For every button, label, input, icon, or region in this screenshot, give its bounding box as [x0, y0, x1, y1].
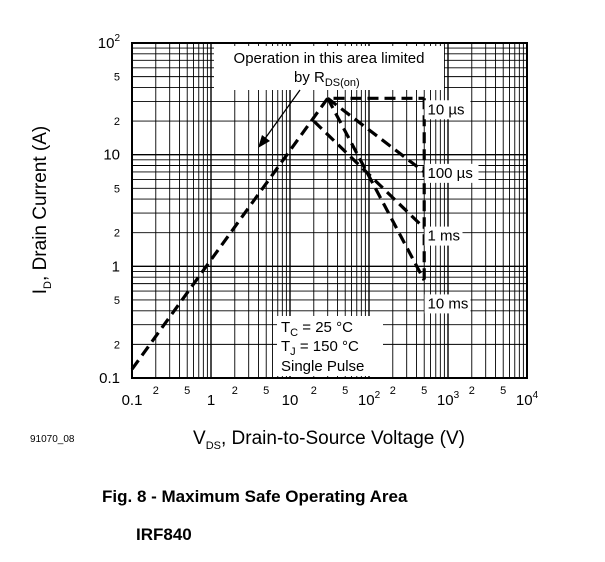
x-tick-label-1: 1 [207, 392, 215, 409]
y-minor-label-0: 2 [114, 339, 120, 351]
x-minor-label-9: 5 [500, 385, 506, 397]
y-minor-label-1: 5 [114, 295, 120, 307]
x-minor-label-2: 2 [232, 385, 238, 397]
rds-note-box [214, 46, 444, 90]
x-minor-label-5: 5 [342, 385, 348, 397]
x-tick-label-0: 0.1 [122, 392, 143, 409]
curve-labels: 10 µs 100 µs 1 ms 10 ms [424, 100, 479, 314]
x-minor-label-4: 2 [311, 385, 317, 397]
document-code: 91070_08 [30, 434, 75, 445]
y-axis-label: ID, Drain Current (A) [30, 126, 54, 294]
axis-ticks: 0.1 1 10 102 103 104 2 5 2 5 2 5 2 5 2 5 0.1 1 10 102 2 5 2 5 2 5 [98, 33, 539, 409]
y-minor-label-2: 2 [114, 228, 120, 240]
condition-pulse: Single Pulse [281, 358, 364, 375]
x-minor-label-0: 2 [153, 385, 159, 397]
y-tick-label-3: 102 [98, 33, 121, 52]
x-minor-label-1: 5 [184, 385, 190, 397]
curve-label-3: 10 ms [427, 295, 468, 312]
y-minor-label-4: 2 [114, 116, 120, 128]
condition-tj: TJ = 150 °C [281, 338, 359, 358]
curve-label-bg-2 [424, 226, 463, 246]
part-number: IRF840 [136, 525, 192, 544]
plot-frame [131, 42, 528, 379]
x-minor-label-8: 2 [469, 385, 475, 397]
x-minor-label-6: 2 [390, 385, 396, 397]
curve-label-1: 100 µs [427, 165, 472, 182]
x-axis-label: VDS, Drain-to-Source Voltage (V) [193, 428, 465, 452]
series-line-0 [130, 96, 425, 371]
curve-label-2: 1 ms [427, 228, 460, 245]
curve-label-bg-3 [424, 294, 471, 314]
rds-arrow [258, 89, 301, 148]
x-minor-label-7: 5 [421, 385, 427, 397]
curve-label-bg-1 [424, 163, 479, 183]
series-line-4 [326, 97, 426, 282]
y-tick-label-0: 0.1 [99, 370, 120, 387]
x-minor-label-3: 5 [263, 385, 269, 397]
y-minor-label-3: 5 [114, 183, 120, 195]
conditions-box [277, 316, 383, 376]
rds-arrow-head [258, 135, 270, 148]
x-tick-label-4: 103 [437, 390, 460, 409]
rds-note-line2: by RDS(on) [294, 69, 360, 89]
rds-note-line1: Operation in this area limited [234, 50, 425, 67]
curve-label-0: 10 µs [427, 101, 464, 118]
y-tick-label-1: 1 [112, 258, 120, 275]
y-minor-label-5: 5 [114, 72, 120, 84]
figure-caption: Fig. 8 - Maximum Safe Operating Area [102, 487, 408, 506]
y-tick-label-2: 10 [103, 147, 120, 164]
x-tick-label-3: 102 [358, 390, 381, 409]
x-tick-label-2: 10 [282, 392, 299, 409]
series-line-1 [326, 97, 426, 174]
rds-arrow-shaft [263, 89, 301, 141]
data-series [130, 96, 426, 371]
rds-note-subscript: DS(on) [325, 77, 360, 89]
condition-tc: TC = 25 °C [281, 319, 353, 339]
rds-note-prefix: by R [294, 69, 325, 86]
x-tick-label-5: 104 [516, 390, 539, 409]
curve-label-bg-0 [424, 100, 471, 120]
